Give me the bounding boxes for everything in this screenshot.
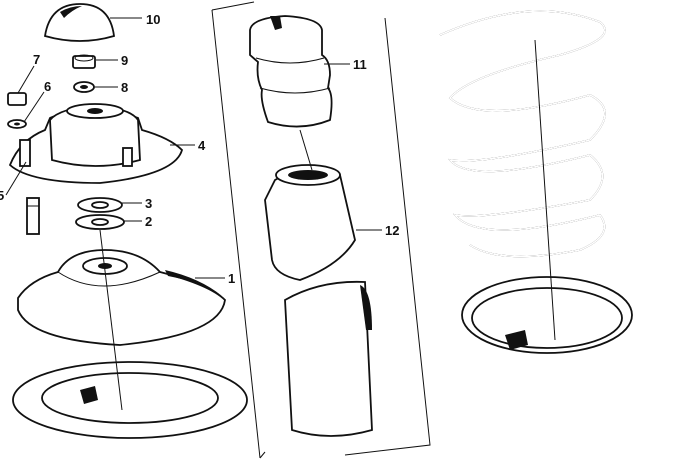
callout-6: 6 — [44, 79, 51, 94]
callout-11: 11 — [353, 57, 367, 72]
callout-12: 12 — [385, 223, 399, 238]
bolt-part-5 — [26, 197, 40, 235]
spring-seat-part-1 — [17, 249, 226, 346]
boot-part-12 — [264, 164, 373, 437]
callout-8: 8 — [121, 80, 128, 95]
washer-part-3 — [77, 197, 123, 213]
callout-9: 9 — [121, 53, 128, 68]
nut-part-7 — [7, 92, 27, 106]
washer-part-2 — [75, 214, 125, 230]
callout-3: 3 — [145, 196, 152, 211]
bump-stop-part-11 — [249, 15, 333, 128]
nut-part-9 — [72, 54, 96, 69]
axis-line-middle — [299, 129, 313, 171]
callout-5: 5 — [0, 188, 4, 203]
callout-7: 7 — [33, 52, 40, 67]
callout-1: 1 — [228, 271, 235, 286]
leader-lines — [5, 17, 382, 279]
axis-line-left — [99, 229, 123, 411]
callout-10: 10 — [146, 12, 160, 27]
washer-part-8 — [73, 81, 95, 93]
bracket-left — [211, 1, 266, 459]
callout-2: 2 — [145, 214, 152, 229]
upper-mount-part-4 — [8, 103, 184, 184]
callout-4: 4 — [198, 138, 206, 153]
rubber-ring — [12, 361, 248, 439]
axis-line-right — [534, 39, 556, 341]
washer-part-6 — [7, 119, 27, 129]
dust-cap-part-10 — [43, 3, 115, 42]
bracket-middle — [344, 17, 431, 456]
coil-spring — [439, 10, 606, 258]
spring-lower-seat — [461, 276, 633, 354]
